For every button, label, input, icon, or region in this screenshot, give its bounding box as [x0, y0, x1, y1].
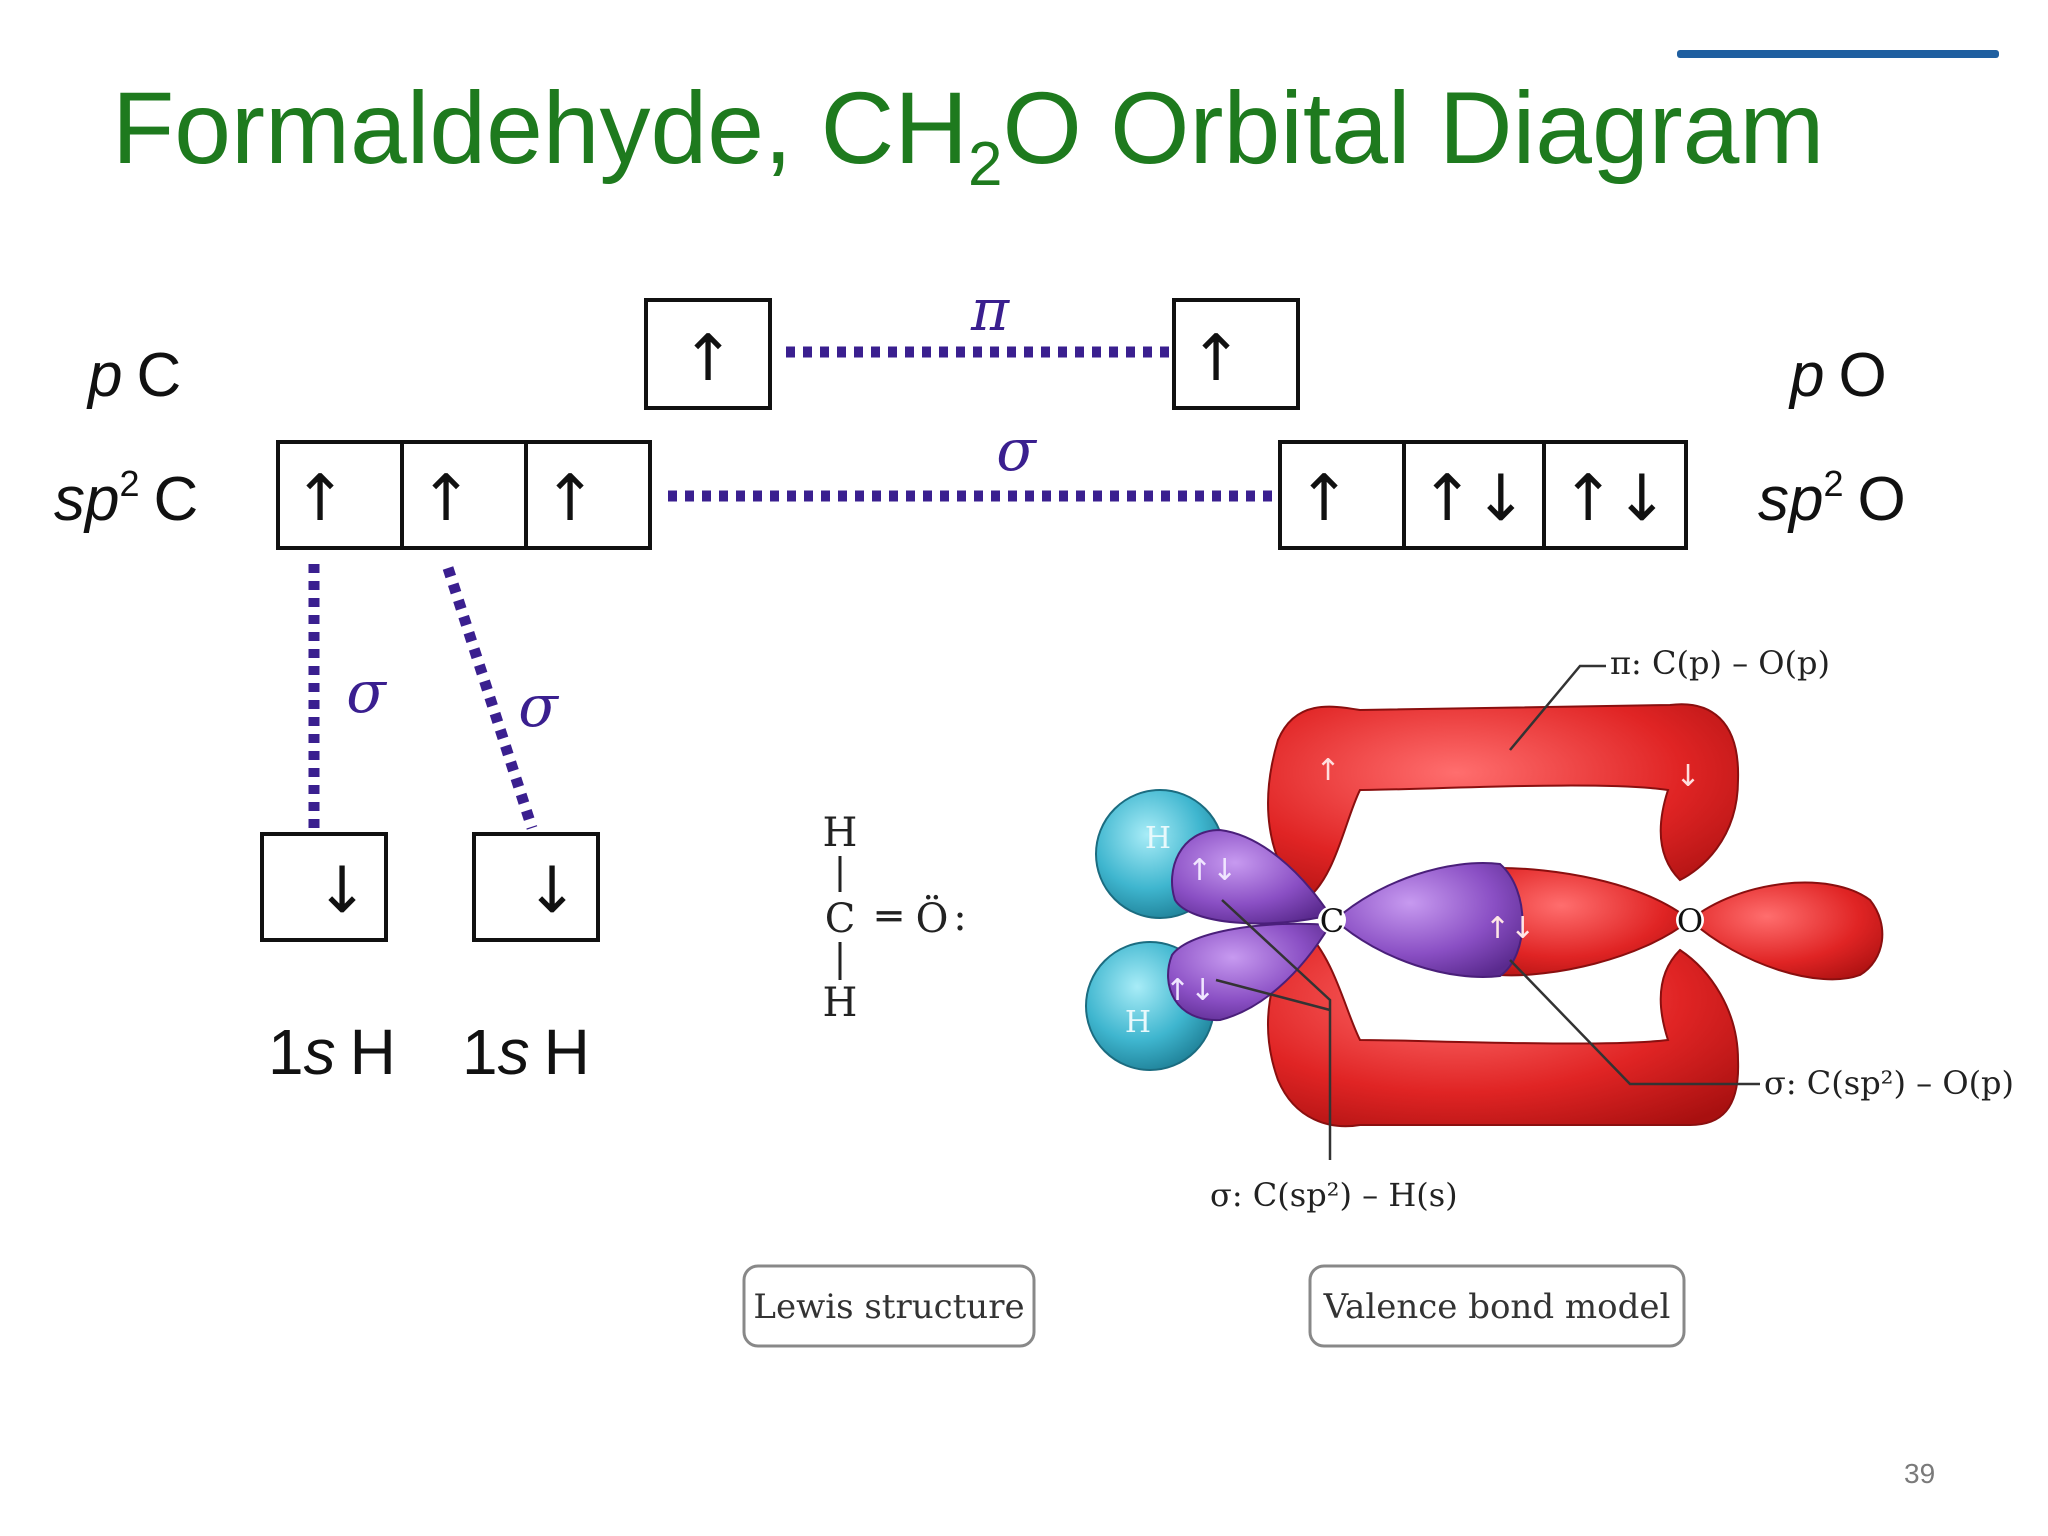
- pi-up-arrow: ↑: [1315, 753, 1340, 788]
- lewis-oxygen: Ö: [916, 895, 949, 942]
- sigma-co-purple-lobe: [1333, 862, 1524, 978]
- sp2-carbon-arrow-2: ↑: [419, 462, 473, 536]
- title-suffix: O Orbital Diagram: [1002, 71, 1825, 185]
- p-oxygen-box: [1172, 298, 1300, 410]
- sigma-ch-callout-label: σ: C(sp²) – H(s): [1210, 1176, 1458, 1214]
- label-sp2-oxygen-prefix: sp: [1758, 465, 1823, 534]
- sp2-oxygen-box-2: [1402, 440, 1546, 550]
- lewis-colon: :: [953, 894, 966, 940]
- pi-down-arrow: ↓: [1675, 759, 1700, 794]
- oxygen-lone-pair-lobe: [1688, 881, 1884, 981]
- p-oxygen-arrow: ↑: [1189, 322, 1243, 396]
- p-carbon-box: [644, 298, 772, 410]
- sigma-co-callout-line: [1509, 959, 1760, 1086]
- h2-arrow: ↓: [525, 854, 579, 928]
- sigma-ch2-line: [442, 566, 538, 830]
- pi-callout-line: [1509, 664, 1606, 751]
- sigma-ch2-label: σ: [518, 672, 559, 740]
- label-1s-h-2-atom: H: [544, 1016, 590, 1088]
- sp2-carbon-box-3: [524, 440, 652, 550]
- pi-orbital-bottom-lobe: [1267, 928, 1740, 1128]
- sp2-oxygen-arrow-2: ↑↓: [1420, 462, 1527, 536]
- title-main: Formaldehyde, CH: [112, 71, 968, 185]
- page-title: Formaldehyde, CH2O Orbital Diagram: [112, 70, 1825, 196]
- label-sp2-carbon-atom: C: [154, 465, 199, 534]
- label-sp2-oxygen-atom: O: [1858, 465, 1906, 534]
- sigma-ch-callout-line: [1221, 899, 1332, 1160]
- lewis-caption-box: [742, 1264, 1036, 1348]
- lewis-bottom-h: H: [823, 980, 858, 1026]
- sigma-ch1-purple-lobe: [1171, 828, 1332, 925]
- h2-box: [472, 832, 600, 942]
- vb-atom-h2: H: [1125, 1005, 1151, 1040]
- vb-atom-o: O: [1677, 902, 1703, 940]
- label-1s-h-1-atom: H: [350, 1016, 396, 1088]
- accent-bar: [1677, 50, 1999, 58]
- label-1s-h-1-s: s: [304, 1016, 336, 1088]
- label-sp2-carbon-prefix: sp: [54, 465, 119, 534]
- carbon-nucleus: [1318, 906, 1346, 934]
- sigma-ch-callout-line-2: [1215, 978, 1331, 1012]
- h1-arrow: ↓: [315, 854, 369, 928]
- sp2-oxygen-box-3: [1542, 440, 1688, 550]
- sp2-oxygen-arrow-1: ↑: [1297, 462, 1351, 536]
- vb-atom-c: C: [1320, 902, 1344, 940]
- sigma-co-label: σ: [996, 416, 1037, 484]
- label-p-oxygen-atom: O: [1838, 341, 1886, 410]
- sigma-ch1-label: σ: [346, 658, 387, 726]
- title-subscript: 2: [968, 130, 1003, 199]
- valence-bond-model: C O H H ↑↓ ↑↓ ↑↓ ↑ ↓ π: C(p) – O(p) σ: C…: [1085, 644, 2014, 1214]
- lewis-caption: Lewis structure: [753, 1287, 1024, 1327]
- sp2-oxygen-arrow-3: ↑↓: [1561, 462, 1668, 536]
- p-carbon-arrow: ↑: [681, 322, 735, 396]
- h1-box: [260, 832, 388, 942]
- label-sp2-carbon-sup: 2: [119, 463, 139, 504]
- label-1s-h-2-s: s: [498, 1016, 530, 1088]
- label-sp2-oxygen-sup: 2: [1823, 463, 1843, 504]
- lewis-structure: H C ═ Ö : H: [823, 810, 967, 1026]
- slide-number: 39: [1904, 1458, 1936, 1489]
- oxygen-nucleus: [1676, 906, 1704, 934]
- label-1s-h-2-num: 1: [462, 1016, 498, 1088]
- vb-caption: Valence bond model: [1323, 1287, 1671, 1327]
- label-p-carbon-prefix: p: [86, 341, 122, 410]
- ch1-electron-pair: ↑↓: [1187, 853, 1237, 888]
- lewis-carbon: C: [825, 896, 856, 942]
- sp2-carbon-arrow-1: ↑: [293, 462, 347, 536]
- co-electron-pair: ↑↓: [1485, 911, 1535, 946]
- sigma-co-callout-label: σ: C(sp²) – O(p): [1764, 1064, 2014, 1102]
- label-p-carbon-atom: C: [136, 341, 181, 410]
- lewis-top-h: H: [823, 810, 858, 856]
- label-1s-h-1-num: 1: [268, 1016, 304, 1088]
- vb-atom-h1: H: [1145, 821, 1171, 856]
- pi-orbital-top-lobe: [1267, 703, 1740, 902]
- ch2-electron-pair: ↑↓: [1165, 973, 1215, 1008]
- lewis-double-bond: ═: [876, 894, 902, 940]
- label-p-oxygen-prefix: p: [1788, 341, 1824, 410]
- vb-caption-box: [1308, 1264, 1686, 1348]
- sigma-ch2-purple-lobe: [1167, 922, 1332, 1022]
- pi-callout-label: π: C(p) – O(p): [1610, 644, 1830, 682]
- pi-bond-label: π: [970, 276, 1010, 344]
- sp2-carbon-arrow-3: ↑: [543, 462, 597, 536]
